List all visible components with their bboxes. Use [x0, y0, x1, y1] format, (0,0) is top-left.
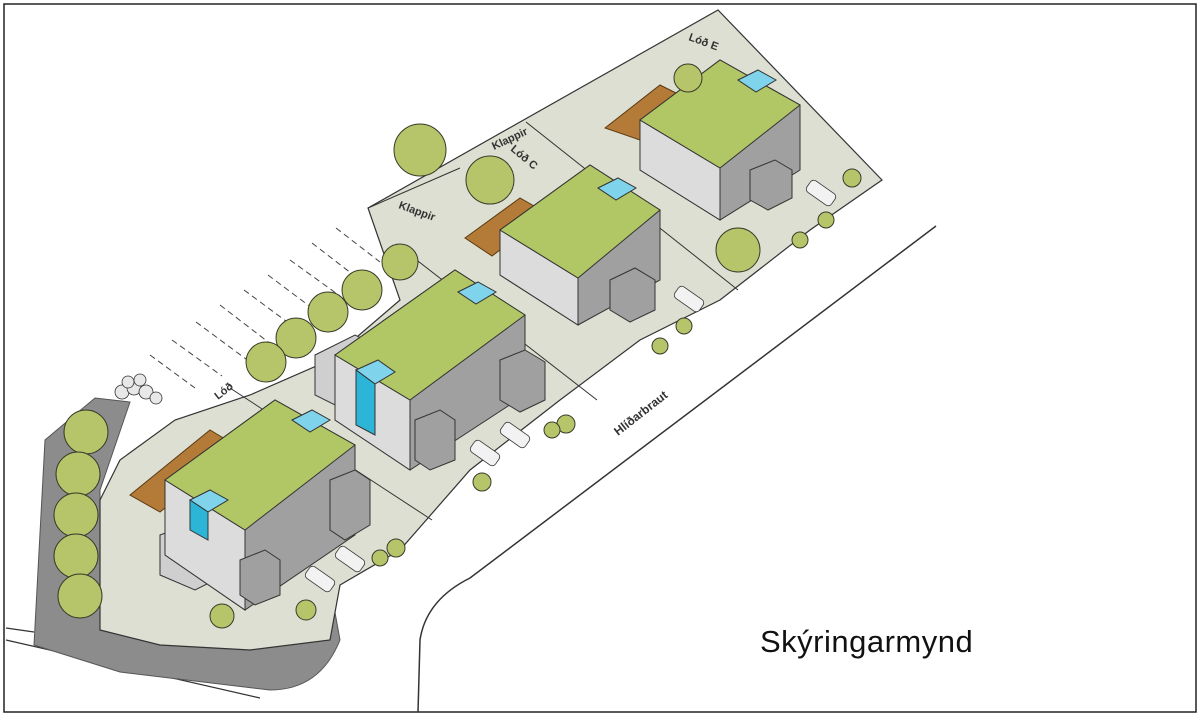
building-lot-e [639, 59, 801, 221]
tree [472, 472, 492, 492]
tree [209, 603, 235, 629]
tree [465, 155, 515, 205]
caption-title: Skýringarmynd [760, 624, 974, 659]
tree [371, 549, 389, 567]
rock-piles [114, 373, 163, 405]
tree [295, 599, 317, 621]
tree [673, 63, 703, 93]
parked-cars [304, 179, 837, 593]
tree [715, 227, 761, 273]
building-lot-b [314, 269, 546, 471]
tree [381, 243, 419, 281]
tree [651, 337, 669, 355]
tree [817, 211, 835, 229]
tree [53, 533, 99, 579]
tree [842, 168, 862, 188]
tree [55, 451, 101, 497]
tree [245, 341, 287, 383]
tree [675, 317, 693, 335]
trees [53, 63, 862, 629]
tree [53, 492, 99, 538]
tree [341, 269, 383, 311]
building-lot-c [499, 164, 661, 326]
building-lot-a [159, 399, 371, 611]
road-edge-line [417, 225, 937, 713]
tree [63, 409, 109, 455]
tree [275, 317, 317, 359]
road-edge-line [5, 627, 35, 633]
tree [386, 538, 406, 558]
tree [543, 421, 561, 439]
tree [307, 291, 349, 333]
tree [791, 231, 809, 249]
tree [57, 573, 103, 619]
tree [393, 123, 447, 177]
